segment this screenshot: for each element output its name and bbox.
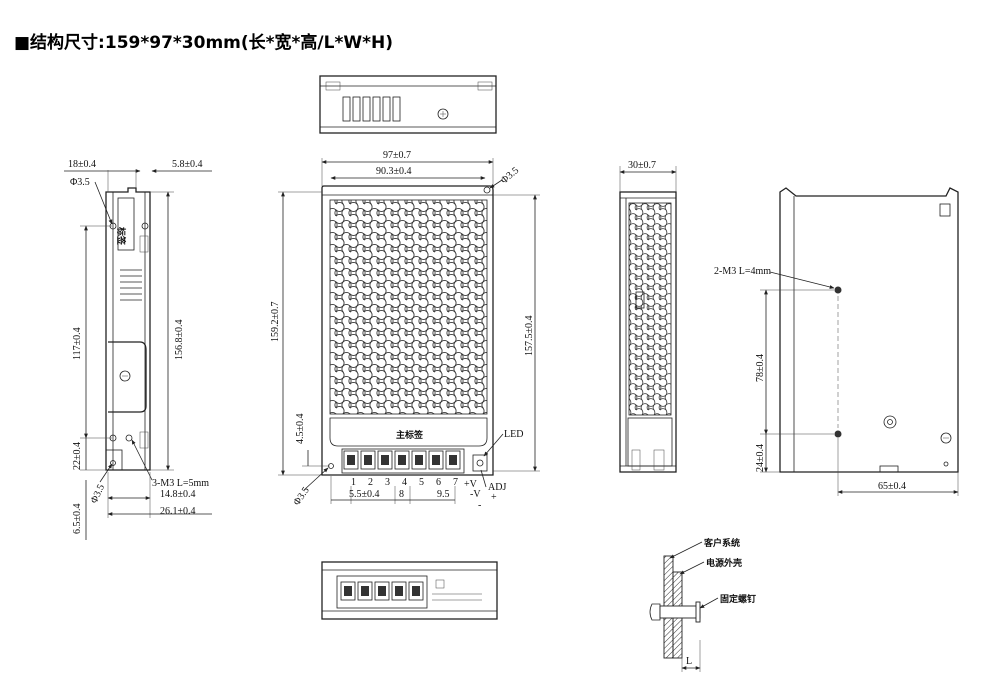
label-fixing-screw: 固定螺钉: [720, 593, 756, 605]
terminal-number: 5: [419, 477, 424, 488]
dim-26-1: 26.1±0.4: [160, 506, 196, 517]
dim-hole-dia-2: Φ3.5: [89, 483, 107, 506]
top-view: [319, 75, 497, 134]
dim-hole-dia-bottom: Φ3.5: [291, 485, 311, 508]
dim-8: 8: [399, 489, 404, 500]
minus-v-label: -V: [470, 489, 481, 500]
dim-90-3: 90.3±0.4: [376, 166, 412, 177]
front-view: 主标签: [321, 185, 494, 476]
front-dimensions: 1 2 3 4 5 6 7 97±0.7 90.3±0.4 Φ3.5 159.2…: [270, 150, 540, 511]
mounting-detail-labels: 客户系统 电源外壳 固定螺钉 L: [669, 537, 756, 667]
page-title: ■结构尺寸:159*97*30mm(长*宽*高/L*W*H): [14, 33, 393, 53]
dim-screws: 3-M3 L=5mm: [152, 478, 209, 489]
vent-grid: [329, 199, 488, 415]
bottom-view: [321, 561, 498, 620]
dim-157-5: 157.5±0.4: [524, 316, 535, 357]
mounting-detail: [649, 555, 701, 672]
terminal-block: [341, 448, 465, 474]
terminal-number: 6: [436, 477, 441, 488]
terminal-number: 1: [351, 477, 356, 488]
terminal-number: 4: [402, 477, 407, 488]
dim-97: 97±0.7: [383, 150, 411, 161]
plus-v-label: +V: [464, 479, 478, 490]
main-label: 主标签: [396, 429, 424, 441]
dim-18: 18±0.4: [68, 159, 96, 170]
terminal-number: 2: [368, 477, 373, 488]
dim-30: 30±0.7: [628, 160, 656, 171]
adj-label: ADJ: [488, 482, 506, 493]
label-L: L: [686, 656, 692, 667]
dim-4-5: 4.5±0.4: [295, 414, 306, 445]
terminal-number: 3: [385, 477, 390, 488]
led-label: LED: [504, 429, 523, 440]
dim-24: 24±0.4: [755, 444, 766, 472]
dim-156-8: 156.8±0.4: [174, 320, 185, 361]
plus-label: +: [491, 492, 497, 503]
right-side-view: [619, 191, 677, 473]
dim-6-5: 6.5±0.4: [72, 504, 83, 535]
dim-5-5: 5.5±0.4: [349, 489, 380, 500]
dim-14-8: 14.8±0.4: [160, 489, 196, 500]
dim-159-2: 159.2±0.7: [270, 302, 281, 343]
dim-78: 78±0.4: [755, 354, 766, 382]
dim-117: 117±0.4: [72, 327, 83, 360]
left-side-dimensions: 18±0.4 Φ3.5 5.8±0.4 117±0.4 156.8±0.4 22…: [64, 159, 212, 540]
terminal-number: 7: [453, 477, 458, 488]
side-vent-grid: [628, 202, 672, 416]
label-customer-system: 客户系统: [703, 537, 740, 549]
dim-5-8: 5.8±0.4: [172, 159, 203, 170]
label-psu-shell: 电源外壳: [706, 557, 742, 569]
dim-65: 65±0.4: [878, 481, 906, 492]
back-view: [779, 187, 959, 473]
dim-22: 22±0.4: [72, 442, 83, 470]
dim-9-5: 9.5: [437, 489, 450, 500]
tag-label: 标签: [115, 226, 127, 246]
back-dimensions: 2-M3 L=4mm 78±0.4 24±0.4 65±0.4: [714, 266, 959, 496]
dim-hole-dia: Φ3.5: [70, 177, 90, 188]
dim-hole-dia-front: Φ3.5: [499, 165, 521, 186]
minus-label: -: [478, 500, 481, 511]
screw-icon: [437, 108, 449, 120]
left-side-view: 标签: [105, 187, 151, 471]
dim-2-m3: 2-M3 L=4mm: [714, 266, 771, 277]
right-side-dimensions: 30±0.7: [619, 160, 677, 192]
